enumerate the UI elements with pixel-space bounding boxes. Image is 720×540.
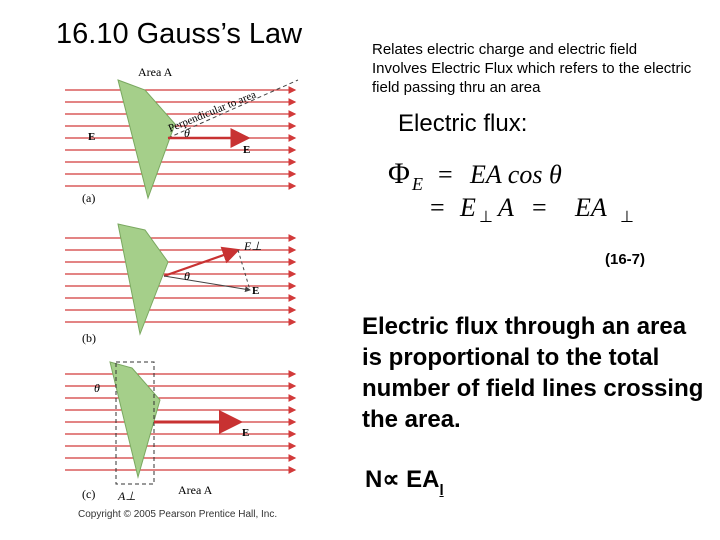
gauss-figure: Area A Perpendicular to area θ E E (a) E…: [65, 65, 299, 503]
copyright-notice: Copyright © 2005 Pearson Prentice Hall, …: [78, 509, 278, 520]
perpendicular-label: Perpendicular to area: [167, 89, 258, 135]
e-perp-label: E⊥: [243, 239, 262, 253]
theta-b: θ: [184, 269, 190, 283]
slide-title: 16.10 Gauss’s Law: [56, 18, 303, 50]
equation-number: (16-7): [605, 251, 646, 268]
field-label-a-right: E: [243, 144, 250, 156]
a-perp-label: A⊥: [117, 489, 136, 503]
theta-a: θ: [184, 126, 190, 140]
perp-subscript-2: ⊥: [620, 209, 634, 226]
panel-label-b: (b): [82, 331, 96, 345]
panel-c: θ E A⊥ Area A (c): [65, 361, 297, 503]
electric-flux-heading: Electric flux:: [398, 110, 528, 137]
field-label-a-left: E: [88, 131, 95, 143]
rhs-ea-perp: EA: [574, 193, 607, 222]
proportionality-relation: N∝ EAl: [365, 465, 444, 499]
area-plate-c: [109, 361, 161, 479]
field-label-b: E: [252, 285, 259, 297]
theta-c: θ: [94, 381, 100, 395]
flux-statement: Electric flux through an area is proport…: [362, 313, 704, 433]
description-line-2: Involves Electric Flux which refers to t…: [372, 60, 692, 96]
field-label-c: E: [242, 427, 249, 439]
phi-symbol: Φ: [388, 157, 410, 190]
area-plate-b: [117, 223, 169, 336]
field-vector-b: [163, 275, 251, 293]
equals-sign-2: =: [430, 193, 445, 222]
area-label-a: Area A: [138, 65, 173, 79]
perpendicular-component-vector: [163, 246, 241, 278]
rhs-ea-cos-theta: EA cos θ: [469, 160, 562, 189]
description-line-1: Relates electric charge and electric fie…: [372, 41, 638, 58]
rhs-a: A: [496, 193, 514, 222]
flux-equation: Φ E = EA cos θ = E ⊥ A = EA ⊥: [388, 157, 634, 226]
panel-b: E⊥ θ E (b): [65, 223, 297, 345]
equals-sign-3: =: [532, 193, 547, 222]
panel-label-a: (a): [82, 191, 95, 205]
projection-line: [237, 249, 251, 291]
perp-subscript-1: ⊥: [479, 209, 493, 226]
proportionality-lhs: N∝ EA: [365, 466, 440, 493]
proportionality-subscript: l: [439, 482, 444, 499]
area-plate-a: [117, 79, 176, 200]
description: Relates electric charge and electric fie…: [372, 40, 717, 97]
panel-label-c: (c): [82, 487, 95, 501]
area-label-c: Area A: [178, 483, 213, 497]
phi-subscript: E: [411, 174, 423, 194]
equals-sign-1: =: [438, 160, 453, 189]
panel-a: Area A Perpendicular to area θ E E (a): [65, 65, 299, 205]
perpendicular-line: [167, 79, 299, 139]
rhs-e-perp: E: [459, 193, 476, 222]
